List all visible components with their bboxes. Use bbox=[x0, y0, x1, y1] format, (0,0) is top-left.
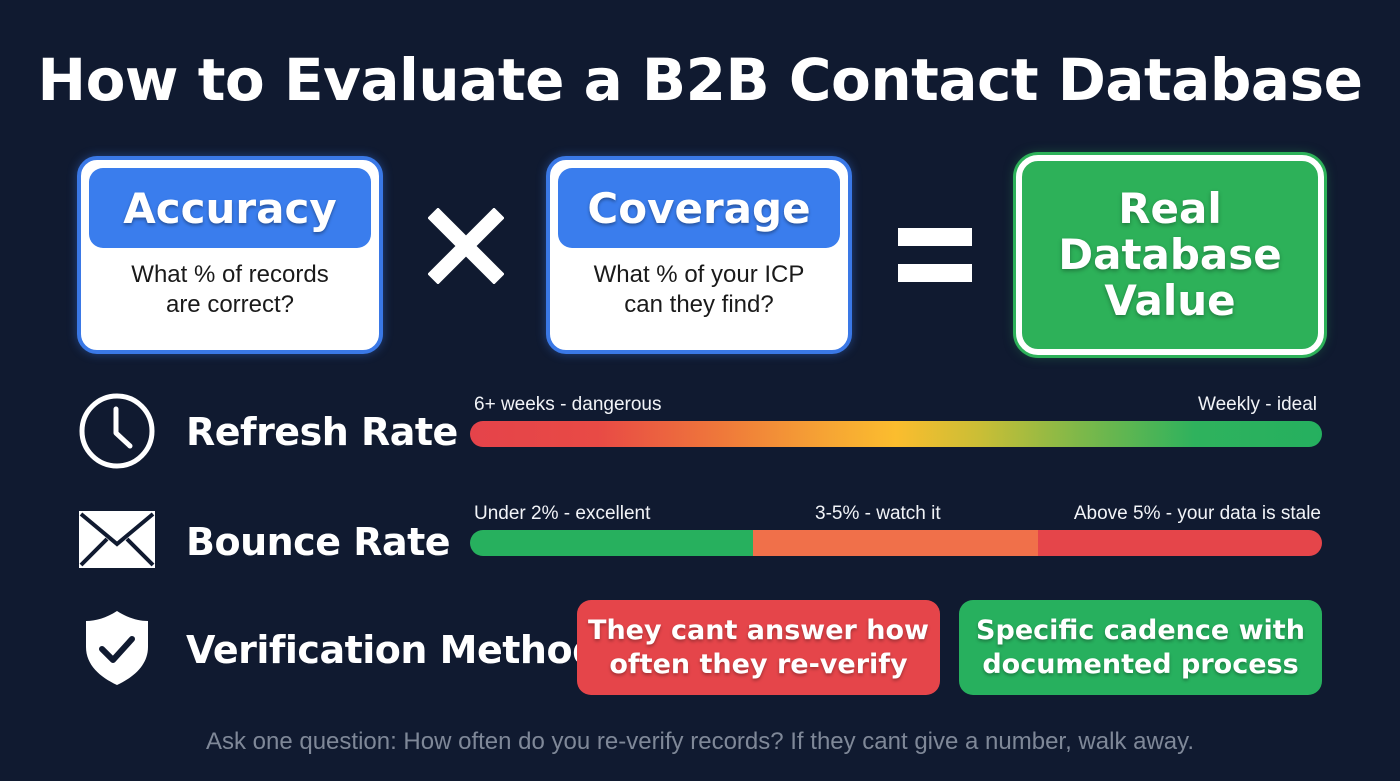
coverage-card: Coverage What % of your ICP can they fin… bbox=[546, 156, 852, 354]
bounce-segmented-bar bbox=[470, 530, 1322, 556]
refresh-left-label: 6+ weeks - dangerous bbox=[474, 394, 662, 415]
coverage-heading: Coverage bbox=[558, 168, 840, 248]
accuracy-question: What % of records are correct? bbox=[131, 261, 329, 318]
verification-good-box: Specific cadence with documented process bbox=[959, 600, 1322, 695]
bounce-segment-stale bbox=[1038, 530, 1322, 556]
bounce-mid-label: 3-5% - watch it bbox=[815, 503, 941, 524]
refresh-right-label: Weekly - ideal bbox=[1198, 394, 1317, 415]
page-title: How to Evaluate a B2B Contact Database bbox=[37, 46, 1363, 114]
equals-icon bbox=[898, 228, 972, 282]
refresh-gradient-bar bbox=[470, 421, 1322, 447]
accuracy-heading: Accuracy bbox=[89, 168, 371, 248]
bounce-low-label: Under 2% - excellent bbox=[474, 503, 651, 524]
result-text: Real Database Value bbox=[1058, 184, 1282, 325]
clock-icon bbox=[78, 392, 156, 475]
bounce-rate-label: Bounce Rate bbox=[186, 520, 451, 564]
bounce-segment-watch bbox=[753, 530, 1038, 556]
multiply-icon bbox=[427, 207, 505, 285]
refresh-rate-label: Refresh Rate bbox=[186, 410, 458, 454]
verification-bad-box: They cant answer how often they re-verif… bbox=[577, 600, 940, 695]
accuracy-card: Accuracy What % of records are correct? bbox=[77, 156, 383, 354]
coverage-question: What % of your ICP can they find? bbox=[593, 261, 805, 318]
result-card: Real Database Value bbox=[1016, 155, 1324, 355]
bounce-segment-excellent bbox=[470, 530, 753, 556]
envelope-icon bbox=[79, 511, 155, 573]
verification-method-label: Verification Method bbox=[186, 628, 599, 672]
bounce-high-label: Above 5% - your data is stale bbox=[1073, 503, 1321, 524]
shield-check-icon bbox=[84, 609, 150, 692]
footer-tip: Ask one question: How often do you re-ve… bbox=[205, 728, 1195, 755]
